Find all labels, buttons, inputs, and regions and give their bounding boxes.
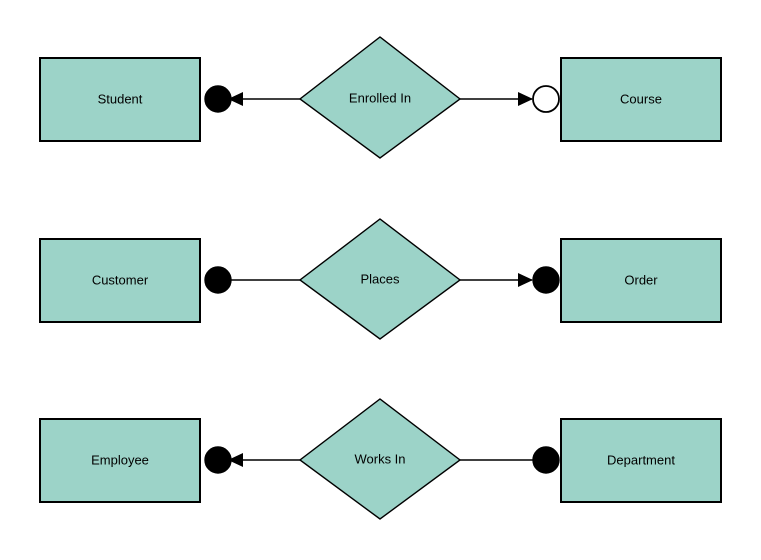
cardinality-marker-right-filled-circle-3[interactable] [532, 446, 560, 474]
entity-label-student: Student [98, 91, 143, 106]
entity-box-department[interactable] [560, 418, 722, 503]
relationship-diamond-places[interactable] [298, 218, 462, 340]
entity-label-customer: Customer [92, 272, 149, 287]
entity-label-order: Order [624, 272, 658, 287]
relationship-label-works-in: Works In [354, 451, 405, 466]
entity-box-course[interactable] [560, 57, 722, 142]
cardinality-marker-right-filled-circle-2[interactable] [532, 266, 560, 294]
relationship-diamond-enrolled-in[interactable] [298, 36, 462, 159]
entity-box-customer[interactable] [39, 238, 201, 323]
er-row-student-course: Student Enrolled In Course [39, 36, 722, 159]
relationship-diamond-works-in[interactable] [298, 398, 462, 520]
entity-box-student[interactable] [39, 57, 201, 142]
cardinality-marker-left-filled-circle-3[interactable] [204, 446, 232, 474]
cardinality-marker-right-hollow-circle-1[interactable] [532, 85, 560, 113]
entity-box-employee[interactable] [39, 418, 201, 503]
entity-box-order[interactable] [560, 238, 722, 323]
entity-label-course: Course [620, 91, 662, 106]
arrow-head-right-2 [518, 273, 533, 287]
relationship-label-places: Places [360, 271, 400, 286]
entity-label-department: Department [607, 452, 675, 467]
cardinality-marker-left-filled-circle-1[interactable] [204, 85, 232, 113]
arrow-head-left-1 [228, 92, 243, 106]
cardinality-marker-left-filled-circle-2[interactable] [204, 266, 232, 294]
arrow-head-right-1 [518, 92, 533, 106]
entity-label-employee: Employee [91, 452, 149, 467]
relationship-label-enrolled-in: Enrolled In [349, 90, 411, 105]
er-row-customer-order: Customer Places Order [39, 218, 722, 340]
er-row-employee-department: Employee Works In Department [39, 398, 722, 520]
arrow-head-left-3 [228, 453, 243, 467]
